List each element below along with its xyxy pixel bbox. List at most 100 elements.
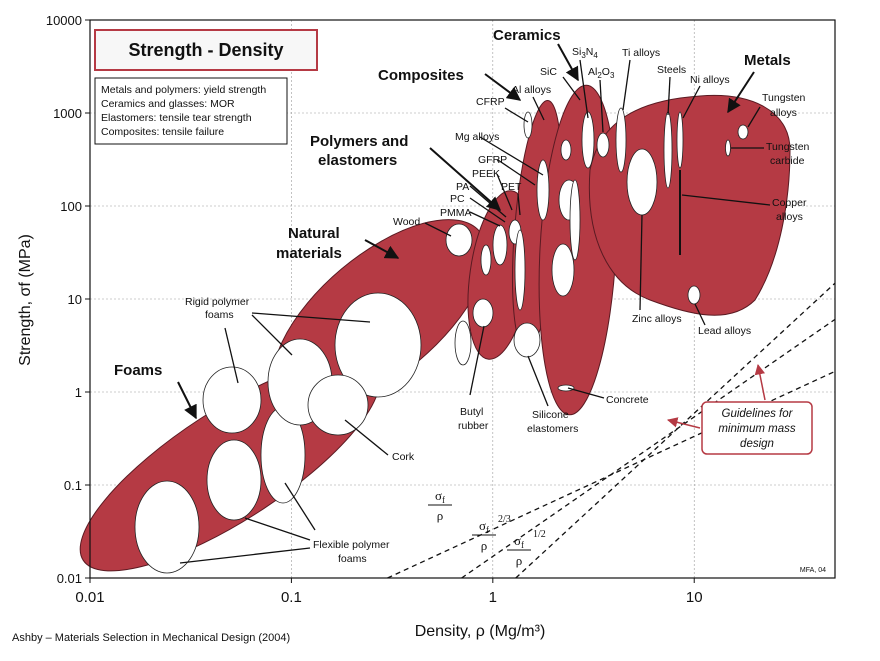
guideline-callout-arrow-2 bbox=[754, 363, 766, 401]
bubble-flexible-foam-1 bbox=[134, 480, 200, 574]
x-tick-label-1: 0.1 bbox=[281, 589, 302, 606]
bubble-tungsten-alloys bbox=[737, 124, 749, 140]
svg-text:Ni alloys: Ni alloys bbox=[690, 74, 730, 86]
svg-text:Flexible polymer: Flexible polymer bbox=[313, 539, 390, 551]
svg-text:Mg alloys: Mg alloys bbox=[455, 131, 499, 143]
bubble-ceramic-4 bbox=[581, 111, 595, 169]
svg-text:ρ: ρ bbox=[481, 538, 488, 553]
bubble-rigid-foam-1 bbox=[202, 366, 262, 434]
svg-text:Silicone: Silicone bbox=[532, 409, 569, 421]
bubble-ceramic-3 bbox=[569, 179, 581, 261]
bubble-ti-alloys bbox=[615, 107, 627, 173]
svg-text:PA: PA bbox=[456, 181, 469, 193]
svg-text:σf: σf bbox=[435, 488, 445, 505]
title-box bbox=[94, 29, 318, 71]
guideline-lines bbox=[387, 282, 836, 579]
family-label-natural-2: materials bbox=[276, 245, 342, 262]
bubble-polymer-5 bbox=[480, 244, 492, 276]
svg-text:σf: σf bbox=[514, 533, 524, 550]
legend-entry-1: Metals and polymers: yield strength bbox=[101, 84, 266, 96]
bubble-ceramic-5 bbox=[596, 132, 610, 158]
y-tick-label-5: 1000 bbox=[53, 106, 82, 121]
family-label-foams: Foams bbox=[114, 362, 162, 379]
bubble-silicone bbox=[513, 322, 541, 358]
svg-text:carbide: carbide bbox=[770, 155, 805, 167]
svg-text:Zinc alloys: Zinc alloys bbox=[632, 313, 682, 325]
svg-text:Steels: Steels bbox=[657, 64, 686, 76]
svg-text:alloys: alloys bbox=[776, 211, 803, 223]
family-label-polymers-2: elastomers bbox=[318, 152, 397, 169]
family-label-composites: Composites bbox=[378, 67, 464, 84]
bubble-polymer-3 bbox=[492, 224, 508, 266]
svg-text:Tungsten: Tungsten bbox=[762, 92, 806, 104]
material-leaders bbox=[179, 59, 771, 564]
legend-entry-3: Elastomers: tensile tear strength bbox=[101, 112, 252, 124]
svg-text:PET: PET bbox=[501, 181, 522, 193]
bubble-composite-3 bbox=[514, 229, 526, 311]
svg-text:Al2O3: Al2O3 bbox=[588, 66, 615, 80]
svg-text:CFRP: CFRP bbox=[476, 96, 505, 108]
svg-text:PEEK: PEEK bbox=[472, 168, 500, 180]
legend-entry-2: Ceramics and glasses: MOR bbox=[101, 98, 235, 110]
svg-text:foams: foams bbox=[205, 309, 234, 321]
svg-text:Butyl: Butyl bbox=[460, 406, 483, 418]
bubble-zinc-alloys bbox=[626, 148, 658, 216]
family-label-metals: Metals bbox=[744, 52, 791, 69]
guideline-1 bbox=[461, 318, 836, 579]
chart-credit: MFA, 04 bbox=[800, 567, 826, 574]
y-tick-label-2: 1 bbox=[75, 385, 82, 400]
y-tick-label-3: 10 bbox=[68, 292, 82, 307]
chart-title: Strength - Density bbox=[128, 40, 283, 60]
svg-text:Al alloys: Al alloys bbox=[512, 84, 551, 96]
svg-text:σf: σf bbox=[479, 518, 489, 535]
bubble-polymer-1 bbox=[454, 320, 472, 366]
bubble-rigid-foam-3 bbox=[334, 292, 422, 398]
svg-text:Ti alloys: Ti alloys bbox=[622, 47, 660, 59]
source-caption: Ashby – Materials Selection in Mechanica… bbox=[12, 632, 290, 644]
svg-text:Si3N4: Si3N4 bbox=[572, 46, 598, 60]
y-tick-label-4: 100 bbox=[60, 199, 82, 214]
guideline-callout-line-1: Guidelines for bbox=[722, 408, 794, 420]
family-label-natural-1: Natural bbox=[288, 225, 340, 242]
bubble-ni-alloys bbox=[676, 111, 684, 169]
svg-text:elastomers: elastomers bbox=[527, 423, 578, 435]
svg-text:foams: foams bbox=[338, 553, 367, 565]
svg-text:rubber: rubber bbox=[458, 420, 489, 432]
svg-text:Copper: Copper bbox=[772, 197, 807, 209]
x-tick-label-3: 10 bbox=[686, 589, 703, 606]
y-axis-label: Strength, σf (MPa) bbox=[17, 234, 34, 366]
bubble-composite-2 bbox=[536, 159, 550, 221]
bubble-ceramic-6 bbox=[560, 139, 572, 161]
x-tick-label-0: 0.01 bbox=[75, 589, 104, 606]
svg-text:Tungsten: Tungsten bbox=[766, 141, 810, 153]
svg-text:SiC: SiC bbox=[540, 66, 557, 78]
family-label-ceramics: Ceramics bbox=[493, 27, 561, 44]
bubble-composite-1 bbox=[523, 111, 533, 139]
guideline-2 bbox=[515, 282, 836, 579]
svg-text:2/3: 2/3 bbox=[498, 514, 511, 525]
svg-text:alloys: alloys bbox=[770, 107, 797, 119]
family-arrows bbox=[177, 43, 755, 420]
bubble-concrete bbox=[557, 384, 575, 392]
svg-text:PC: PC bbox=[450, 193, 465, 205]
bubble-ceramic-1 bbox=[551, 243, 575, 297]
guideline-callout-line-3: design bbox=[740, 438, 774, 450]
svg-text:Lead alloys: Lead alloys bbox=[698, 325, 751, 337]
svg-text:ρ: ρ bbox=[516, 553, 523, 568]
bubble-tungsten-carbide bbox=[725, 139, 731, 157]
svg-text:Rigid polymer: Rigid polymer bbox=[185, 296, 250, 308]
bubble-wood bbox=[445, 223, 473, 257]
guideline-index-labels: σf ρ σf ρ 2/3 σf ρ 1/2 bbox=[428, 488, 546, 568]
bubble-cork bbox=[307, 374, 369, 436]
x-axis-label: Density, ρ (Mg/m³) bbox=[415, 623, 546, 640]
svg-text:GFRP: GFRP bbox=[478, 154, 507, 166]
x-tick-label-2: 1 bbox=[489, 589, 497, 606]
svg-text:Concrete: Concrete bbox=[606, 394, 649, 406]
bubble-flexible-foam-2 bbox=[206, 439, 262, 521]
y-tick-label-1: 0.1 bbox=[64, 478, 82, 493]
legend-box bbox=[94, 77, 288, 145]
x-tick-labels: 0.01 0.1 1 10 bbox=[75, 578, 703, 606]
guideline-callout-line-2: minimum mass bbox=[718, 423, 796, 435]
family-label-polymers-1: Polymers and bbox=[310, 133, 408, 150]
